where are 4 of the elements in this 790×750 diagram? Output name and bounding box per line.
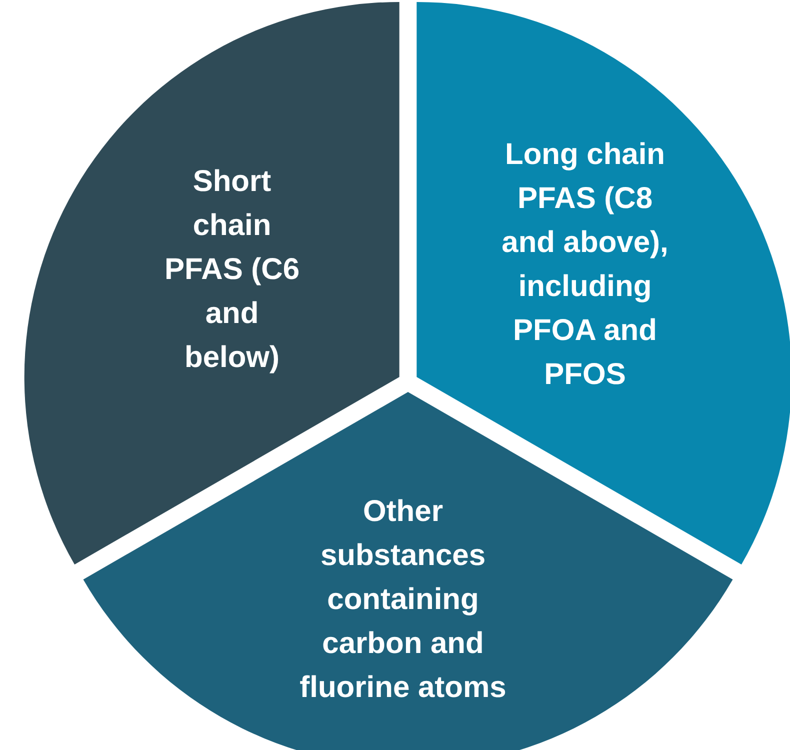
slice-label: Other substances containing carbon and fluorine atoms (298, 494, 508, 706)
slice-label: Short chain PFAS (C6 and below) (163, 164, 301, 376)
slice-label: Long chain PFAS (C8 and above), including PFOA and PFOS (500, 137, 670, 393)
pie-slice (83, 392, 733, 750)
